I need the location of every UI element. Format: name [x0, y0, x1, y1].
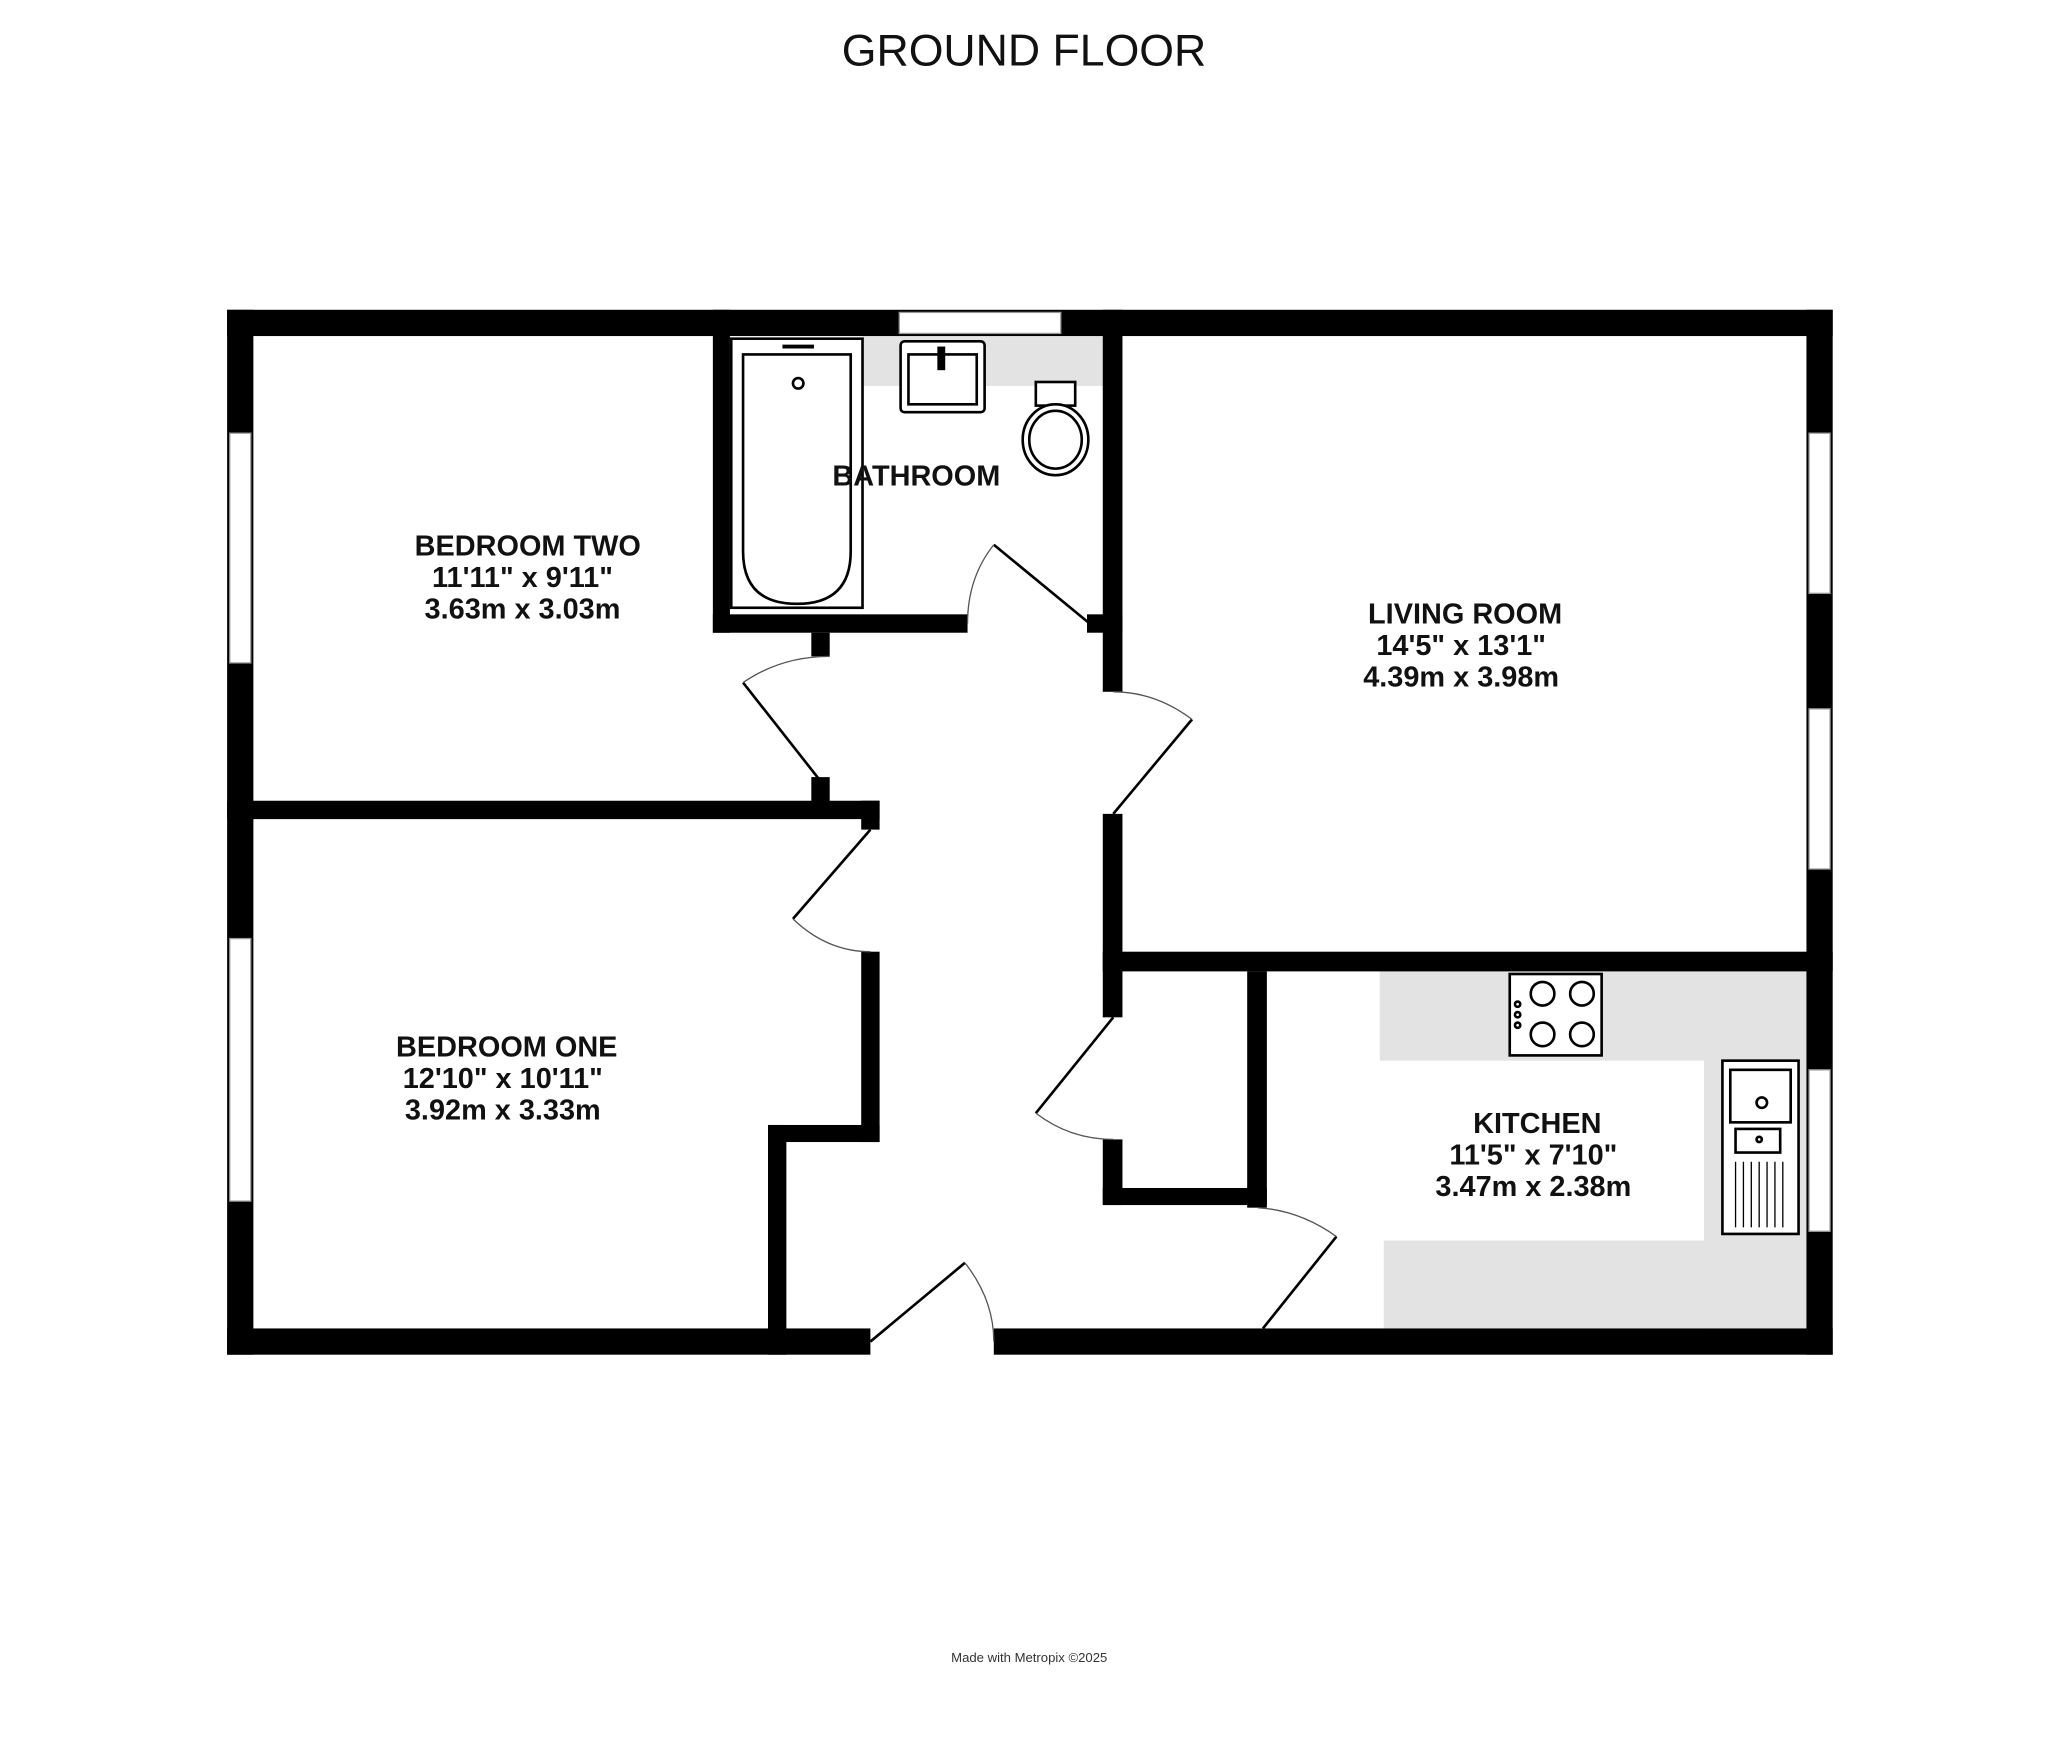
floor-title: GROUND FLOOR	[842, 27, 1206, 76]
room-bedroom-two: BEDROOM TWO 11'11" x 9'11" 3.63m x 3.03m	[415, 530, 641, 625]
room-name: LIVING ROOM	[1368, 599, 1562, 631]
doors	[742, 543, 1338, 1343]
room-kitchen: KITCHEN 11'5" x 7'10" 3.47m x 2.38m	[1435, 1108, 1631, 1203]
room-imperial: 14'5" x 13'1"	[1376, 630, 1546, 662]
room-name: BATHROOM	[832, 461, 1000, 493]
room-name: KITCHEN	[1473, 1108, 1601, 1140]
room-living-room: LIVING ROOM 14'5" x 13'1" 4.39m x 3.98m	[1363, 599, 1562, 694]
bathtub-icon	[729, 337, 864, 610]
room-metric: 3.47m x 2.38m	[1435, 1171, 1631, 1203]
room-imperial: 12'10" x 10'11"	[403, 1063, 603, 1095]
kitchen-counters	[862, 336, 1807, 1329]
hob-icon	[1508, 972, 1603, 1057]
room-metric: 3.63m x 3.03m	[425, 593, 621, 625]
room-imperial: 11'11" x 9'11"	[432, 562, 613, 594]
toilet-icon	[1021, 380, 1090, 477]
kitchen-sink-icon	[1721, 1059, 1800, 1236]
room-name: BEDROOM TWO	[415, 530, 641, 562]
sink-icon	[899, 339, 986, 414]
room-imperial: 11'5" x 7'10"	[1449, 1139, 1617, 1171]
room-metric: 3.92m x 3.33m	[405, 1095, 601, 1127]
room-metric: 4.39m x 3.98m	[1363, 662, 1559, 694]
room-name: BEDROOM ONE	[396, 1032, 617, 1064]
windows	[229, 311, 1831, 1232]
room-bedroom-one: BEDROOM ONE 12'10" x 10'11" 3.92m x 3.33…	[396, 1032, 617, 1127]
room-bathroom: BATHROOM	[832, 461, 1000, 493]
footer-credit: Made with Metropix ©2025	[951, 1650, 1107, 1665]
